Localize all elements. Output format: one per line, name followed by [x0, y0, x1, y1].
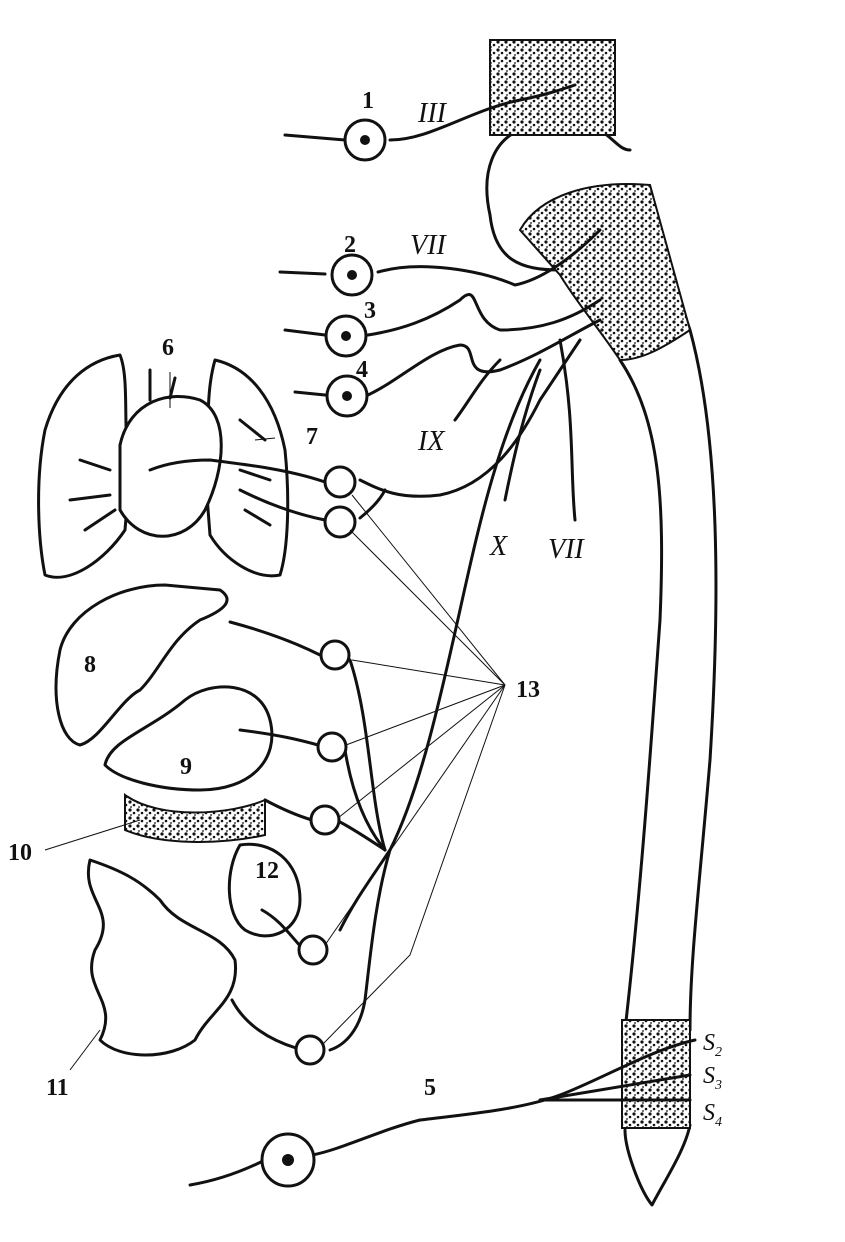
label-segment-s2: S2: [703, 1030, 722, 1060]
midbrain-nucleus: [489, 39, 616, 136]
sacral-segments: [621, 1019, 691, 1129]
ganglion-lung: [323, 505, 357, 539]
label-nerve-VII-top: VII: [410, 230, 447, 261]
ganglion-pancreas: [309, 804, 341, 836]
pancreas: [124, 793, 266, 843]
ganglia: [260, 118, 387, 1188]
label-nerve-VII-low: VII: [548, 534, 585, 565]
label-10: 10: [8, 840, 32, 866]
label-12: 12: [255, 858, 279, 884]
label-6: 6: [162, 335, 174, 361]
liver: [54, 583, 229, 747]
nerve-fibers: [188, 83, 697, 1187]
intestine: [86, 858, 238, 1057]
label-7: 7: [306, 424, 318, 450]
ganglion-liver: [319, 639, 351, 671]
label-segment-s4: S4: [703, 1100, 722, 1130]
heart: [118, 395, 223, 538]
ganglion-intestine: [294, 1034, 326, 1066]
label-nerve-III: III: [417, 98, 448, 129]
ganglion-heart: [323, 465, 357, 499]
label-4: 4: [356, 357, 368, 383]
label-segment-s3: S3: [703, 1063, 722, 1093]
ganglion-kidney: [297, 934, 329, 966]
leader-lines: [44, 372, 506, 1071]
label-5: 5: [424, 1075, 436, 1101]
postganglionic-fibers: [148, 458, 327, 1050]
label-2: 2: [344, 232, 356, 258]
label-9: 9: [180, 754, 192, 780]
label-11: 11: [46, 1075, 69, 1101]
label-8: 8: [84, 652, 96, 678]
label-3: 3: [364, 298, 376, 324]
label-1: 1: [362, 88, 374, 114]
lungs-and-heart: [37, 353, 290, 579]
label-nerve-IX: IX: [417, 426, 445, 457]
ganglion-stomach: [316, 731, 348, 763]
label-nerve-X: X: [489, 531, 508, 562]
stomach: [103, 685, 274, 792]
right-lung: [37, 353, 132, 579]
label-13: 13: [516, 677, 540, 703]
